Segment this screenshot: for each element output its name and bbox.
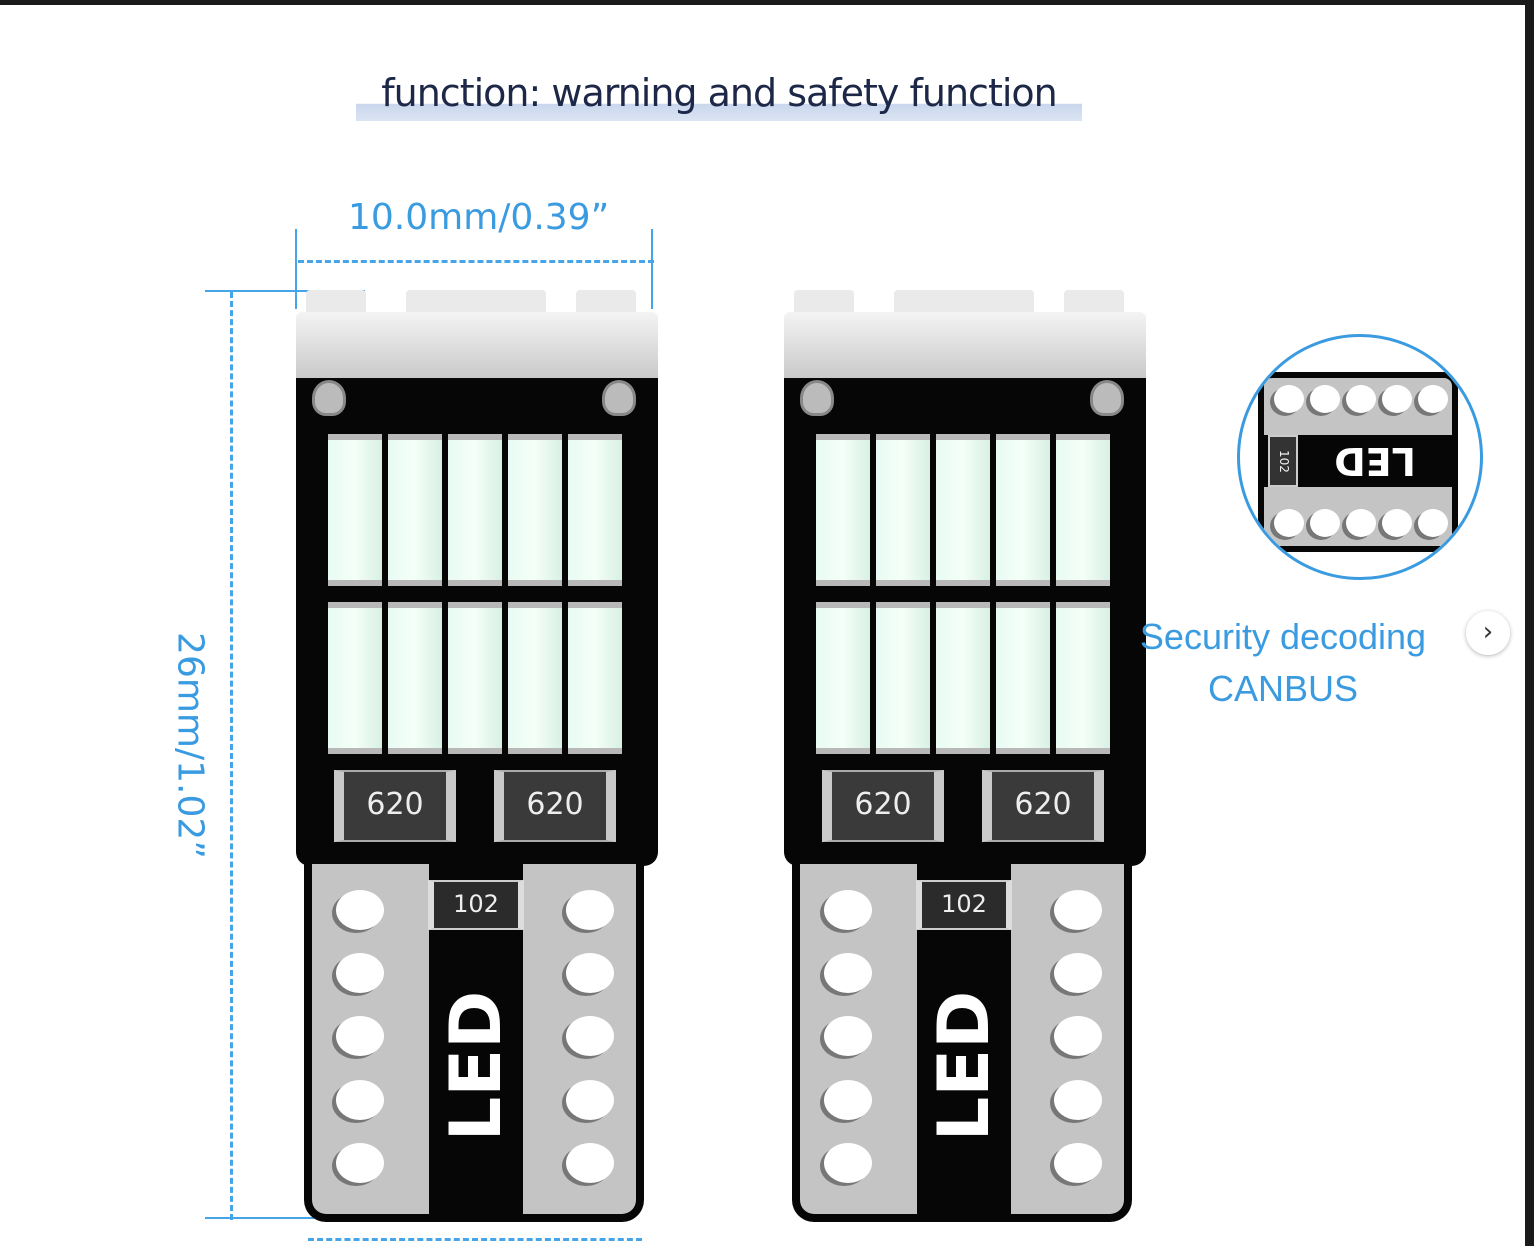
chevron-right-icon: › xyxy=(1482,617,1494,647)
inset-caption: Security decoding CANBUS xyxy=(1112,611,1454,715)
contact-hole xyxy=(566,890,614,930)
contact-hole xyxy=(824,1080,872,1120)
inset-hole xyxy=(1310,385,1340,413)
contact-hole xyxy=(1054,890,1102,930)
smd-led-chip xyxy=(568,434,622,586)
smd-led-chip xyxy=(1056,602,1110,754)
image-title: function: warning and safety function xyxy=(356,71,1082,121)
mount-tab xyxy=(312,380,346,416)
inset-hole xyxy=(1382,509,1412,537)
led-marking: LED xyxy=(435,990,517,1142)
smd-led-chip xyxy=(568,602,622,754)
smd-led-chip xyxy=(876,434,930,586)
bulb-cap xyxy=(784,312,1146,380)
contact-hole xyxy=(1054,1016,1102,1056)
contact-hole xyxy=(336,890,384,930)
canbus-inset: 102 LED xyxy=(1237,334,1483,580)
contact-hole xyxy=(824,1016,872,1056)
inset-caption-line1: Security decoding xyxy=(1139,616,1427,657)
next-image-button[interactable]: › xyxy=(1466,611,1510,655)
height-tick-top xyxy=(205,290,365,292)
inset-hole xyxy=(1310,509,1340,537)
contact-hole xyxy=(566,1080,614,1120)
inset-caption-line2: CANBUS xyxy=(1207,668,1359,709)
smd-led-chip xyxy=(388,434,442,586)
contact-hole xyxy=(824,953,872,993)
led-marking: LED xyxy=(923,990,1005,1142)
smd-led-chip xyxy=(816,434,870,586)
contact-hole xyxy=(336,1080,384,1120)
contact-hole xyxy=(824,890,872,930)
smd-led-chip xyxy=(816,602,870,754)
contact-hole xyxy=(566,953,614,993)
resistor-620: 620 xyxy=(822,770,944,842)
inset-hole xyxy=(1346,385,1376,413)
contact-hole xyxy=(566,1143,614,1183)
smd-led-chip xyxy=(876,602,930,754)
width-dimension-label: 10.0mm/0.39” xyxy=(348,197,610,238)
chip-102: 102 xyxy=(428,880,524,930)
height-dimension-label: 26mm/1.02” xyxy=(169,632,211,859)
contact-hole xyxy=(566,1016,614,1056)
smd-led-chip xyxy=(996,434,1050,586)
resistor-620: 620 xyxy=(494,770,616,842)
inset-hole xyxy=(1274,385,1304,413)
width-tick-left xyxy=(295,229,297,309)
product-image-viewer: function: warning and safety function 10… xyxy=(0,5,1525,1246)
inset-chip: 102 xyxy=(1268,435,1298,487)
mount-tab xyxy=(1090,380,1124,416)
smd-led-chip xyxy=(448,434,502,586)
chip-102: 102 xyxy=(916,880,1012,930)
inset-hole xyxy=(1274,509,1304,537)
contact-hole xyxy=(1054,1080,1102,1120)
contact-hole xyxy=(336,953,384,993)
contact-hole xyxy=(824,1143,872,1183)
smd-led-chip xyxy=(448,602,502,754)
contact-hole xyxy=(1054,953,1102,993)
smd-led-chip xyxy=(508,434,562,586)
base-dimension-line xyxy=(308,1238,642,1241)
smd-led-chip xyxy=(508,602,562,754)
smd-led-chip xyxy=(328,434,382,586)
width-tick-right xyxy=(651,229,653,309)
inset-hole xyxy=(1346,509,1376,537)
inset-led-text: LED xyxy=(1334,439,1416,483)
smd-led-chip xyxy=(328,602,382,754)
contact-hole xyxy=(1054,1143,1102,1183)
inset-hole xyxy=(1418,385,1448,413)
contact-hole xyxy=(336,1143,384,1183)
mount-tab xyxy=(602,380,636,416)
resistor-620: 620 xyxy=(982,770,1104,842)
smd-led-chip xyxy=(996,602,1050,754)
width-dimension-line xyxy=(298,260,654,263)
mount-tab xyxy=(800,380,834,416)
smd-led-chip xyxy=(1056,434,1110,586)
smd-led-chip xyxy=(936,602,990,754)
resistor-620: 620 xyxy=(334,770,456,842)
inset-hole xyxy=(1418,509,1448,537)
inset-hole xyxy=(1382,385,1412,413)
bulb-cap xyxy=(296,312,658,380)
height-dimension-line xyxy=(230,292,233,1220)
smd-led-chip xyxy=(936,434,990,586)
smd-led-chip xyxy=(388,602,442,754)
contact-hole xyxy=(336,1016,384,1056)
